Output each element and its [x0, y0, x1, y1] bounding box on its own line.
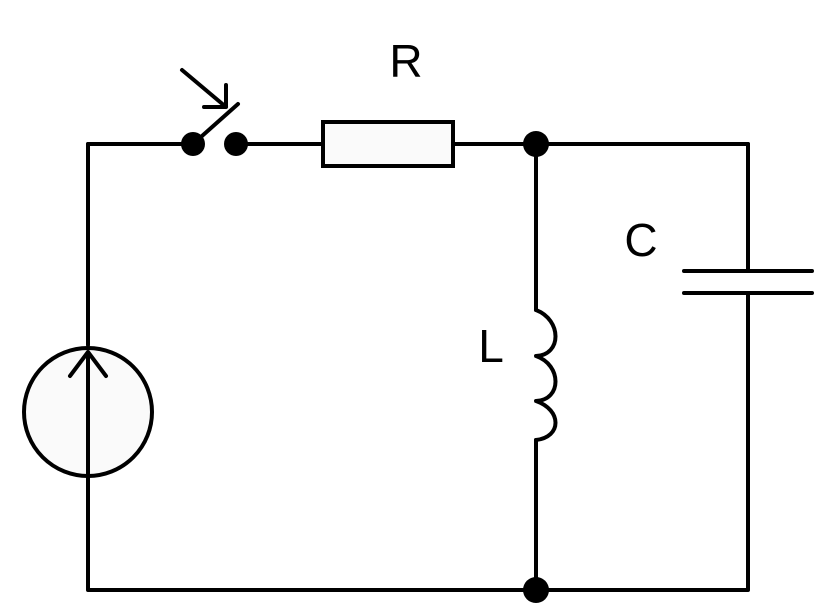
switch-contact-right: [224, 132, 248, 156]
junction-top: [523, 131, 549, 157]
current-source: [22, 346, 154, 478]
resistor: [321, 120, 455, 168]
wire-capacitor-bottom: [534, 291, 750, 592]
resistor-label: R: [389, 35, 422, 87]
wire-left-bottom: [86, 476, 538, 592]
switch-blade: [191, 102, 240, 146]
junction-bottom: [523, 577, 549, 603]
capacitor: [682, 269, 814, 295]
inductor-coil: [534, 308, 558, 442]
capacitor-label: C: [624, 214, 657, 266]
switch-closing-arrow-icon: [180, 68, 228, 109]
inductor-label: L: [478, 320, 504, 372]
current-source-arrow-icon: [68, 350, 108, 478]
switch: [180, 68, 248, 156]
